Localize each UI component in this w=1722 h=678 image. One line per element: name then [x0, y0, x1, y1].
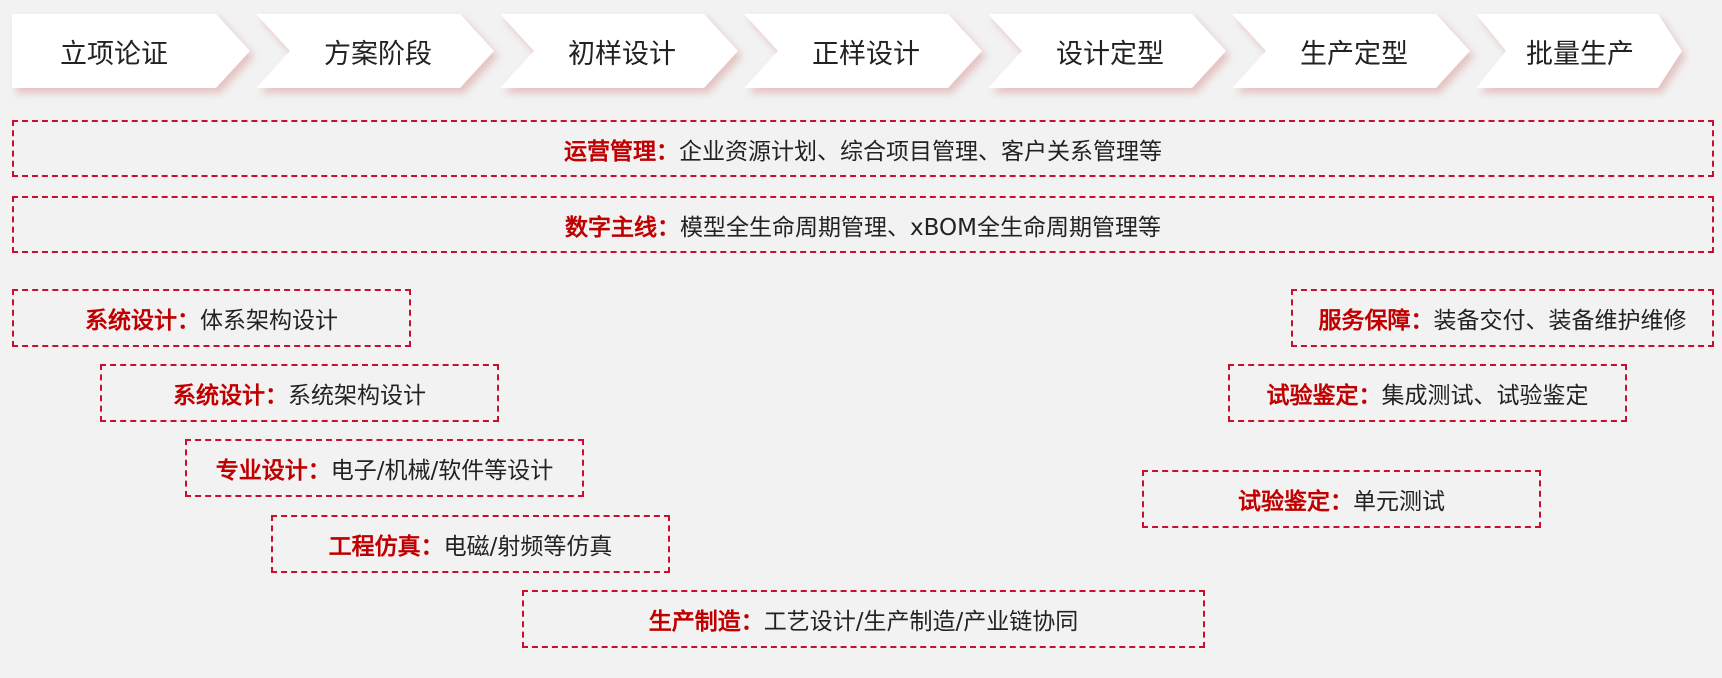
- stage-chevron-7: 批量生产: [1476, 14, 1682, 88]
- stage-chevron-4: 正样设计: [744, 14, 982, 88]
- stage-chevron-1: 立项论证: [12, 14, 250, 88]
- band-digital-thread: 数字主线：模型全生命周期管理、xBOM全生命周期管理等: [12, 196, 1714, 253]
- box-keyword: 试验鉴定: [1238, 489, 1330, 515]
- box-system-design-architecture: 系统设计：体系架构设计: [12, 289, 411, 347]
- box-service-support: 服务保障：装备交付、装备维护维修: [1291, 289, 1714, 347]
- box-text: 单元测试: [1353, 489, 1445, 515]
- stage-label: 设计定型: [1056, 38, 1164, 70]
- stage-label: 正样设计: [812, 38, 920, 70]
- box-text: 模型全生命周期管理、xBOM全生命周期管理等: [680, 214, 1161, 241]
- box-text: 电子/机械/软件等设计: [330, 458, 554, 484]
- band-operations-management: 运营管理：企业资源计划、综合项目管理、客户关系管理等: [12, 120, 1714, 177]
- box-keyword: 生产制造: [648, 609, 741, 635]
- stage-chevron-3: 初样设计: [500, 14, 738, 88]
- stage-chevron-2: 方案阶段: [256, 14, 494, 88]
- box-production-manufacturing: 生产制造：工艺设计/生产制造/产业链协同: [522, 590, 1205, 648]
- stage-chevron-5: 设计定型: [988, 14, 1226, 88]
- box-text: 体系架构设计: [200, 308, 338, 334]
- box-keyword: 数字主线: [565, 214, 658, 241]
- box-keyword: 试验鉴定: [1266, 383, 1359, 409]
- box-text: 装备交付、装备维护维修: [1433, 308, 1687, 334]
- box-keyword: 工程仿真: [328, 534, 421, 560]
- box-test-evaluation-integration: 试验鉴定：集成测试、试验鉴定: [1228, 364, 1627, 422]
- stage-chevron-6: 生产定型: [1232, 14, 1470, 88]
- box-text: 系统架构设计: [288, 383, 426, 409]
- box-text: 企业资源计划、综合项目管理、客户关系管理等: [679, 138, 1162, 165]
- box-keyword: 服务保障: [1318, 308, 1411, 334]
- box-system-design-system: 系统设计：系统架构设计: [100, 364, 499, 422]
- box-keyword: 系统设计: [85, 308, 177, 334]
- box-professional-design: 专业设计：电子/机械/软件等设计: [185, 439, 584, 497]
- box-engineering-simulation: 工程仿真：电磁/射频等仿真: [271, 515, 670, 573]
- box-keyword: 运营管理: [564, 138, 656, 165]
- stage-label: 生产定型: [1300, 38, 1408, 70]
- stage-label: 批量生产: [1526, 38, 1634, 70]
- stage-label: 立项论证: [60, 38, 168, 70]
- box-keyword: 系统设计: [173, 383, 265, 409]
- box-keyword: 专业设计: [215, 458, 308, 484]
- box-test-evaluation-unit: 试验鉴定：单元测试: [1142, 470, 1541, 528]
- stage-label: 方案阶段: [324, 38, 432, 70]
- box-text: 工艺设计/生产制造/产业链协同: [763, 609, 1079, 635]
- box-text: 集成测试、试验鉴定: [1381, 383, 1589, 409]
- stage-label: 初样设计: [568, 38, 676, 70]
- box-text: 电磁/射频等仿真: [443, 534, 613, 560]
